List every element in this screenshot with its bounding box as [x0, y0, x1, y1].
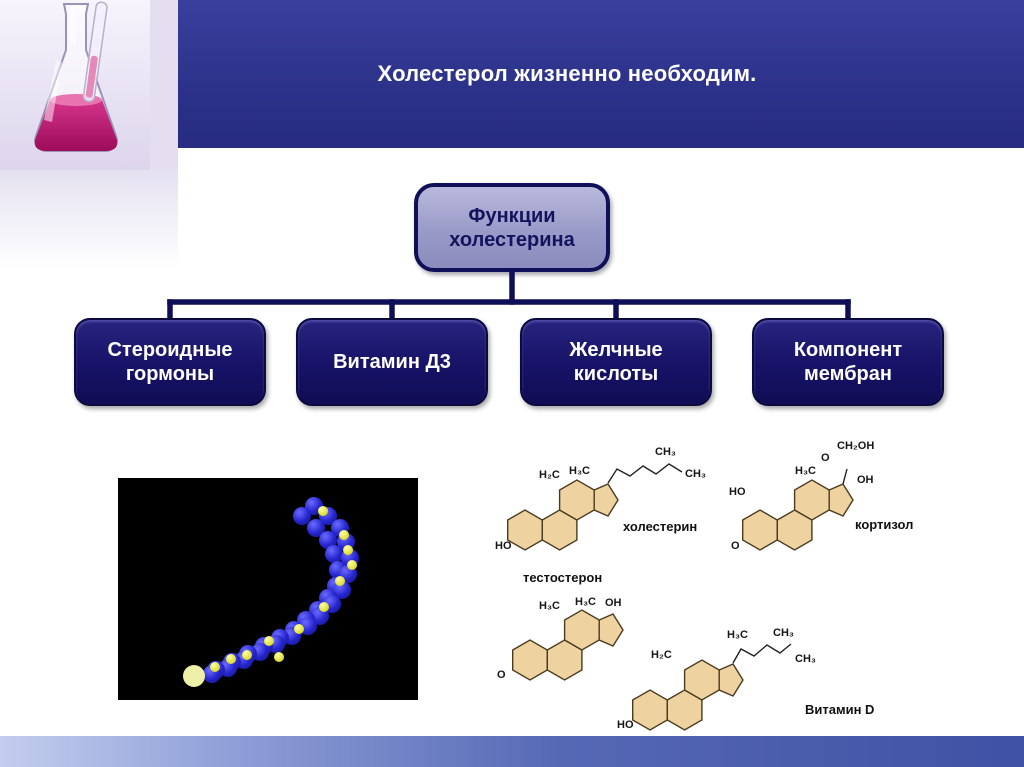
- test-tube: [82, 1, 108, 103]
- root-box-line1: Функции: [468, 204, 556, 227]
- box-steroid-hormones: Стероидные гормоны: [74, 318, 266, 406]
- chem-label-h3c: H₃C: [795, 465, 816, 477]
- chem-label-h3c: H₃C: [539, 600, 560, 612]
- connector-lines: [167, 269, 851, 320]
- box-membrane-component: Компонент мембран: [752, 318, 944, 406]
- structure-cholesterol: HO H₂C H₃C CH₃ CH₃ холестерин: [495, 446, 706, 552]
- box-steroid-hormones-label: Стероидные гормоны: [107, 339, 233, 385]
- chem-label-ch3: CH₃: [685, 468, 706, 480]
- photo-reflection: [0, 170, 178, 285]
- structure-cortisol: HO O H₃C O CH₂OH OH кортизол: [729, 440, 913, 552]
- chem-label-ch3: CH₃: [773, 627, 794, 639]
- chem-label-h3c: H₃C: [569, 465, 590, 477]
- chem-label-h2c: H₂C: [651, 649, 672, 661]
- box-membrane-component-label: Компонент мембран: [793, 339, 903, 385]
- chem-label-ch3: CH₃: [655, 446, 676, 458]
- molecule-spheres: [118, 478, 418, 700]
- terminal-sphere: [183, 665, 205, 687]
- chem-label-ho: HO: [729, 486, 746, 498]
- box-bile-acids: Желчные кислоты: [520, 318, 712, 406]
- molecule-name-cortisol: кортизол: [855, 517, 913, 532]
- molecule-name-cholesterol: холестерин: [623, 519, 697, 534]
- bottom-bar: [0, 736, 1024, 767]
- chem-label-ho: HO: [495, 540, 512, 552]
- chem-label-ch2oh: CH₂OH: [837, 440, 874, 452]
- chemical-structures: HO H₂C H₃C CH₃ CH₃ холестерин HO O H₃C O…: [495, 425, 980, 735]
- flask-photo: [0, 0, 178, 170]
- steroid-structures-svg: HO H₂C H₃C CH₃ CH₃ холестерин HO O H₃C O…: [495, 440, 913, 731]
- flask-illustration: [0, 0, 178, 170]
- chem-label-h3c: H₃C: [575, 596, 596, 608]
- chem-label-h2c: H₂C: [539, 469, 560, 481]
- chem-label-oh: OH: [857, 474, 874, 486]
- chem-label-oh: OH: [605, 597, 622, 609]
- chem-label-ho: HO: [617, 719, 634, 731]
- chem-label-o: O: [731, 540, 740, 552]
- structure-testosterone: тестостерон H₃C H₃C OH O: [497, 570, 624, 681]
- box-vitamin-d3: Витамин Д3: [296, 318, 488, 406]
- molecule-model-image: [118, 478, 418, 700]
- chem-label-o: O: [821, 452, 830, 464]
- chem-label-o: O: [497, 669, 506, 681]
- chem-label-ch3: CH₃: [795, 653, 816, 665]
- slide-title: Холестерол жизненно необходим.: [377, 61, 757, 86]
- root-box-line2: холестерина: [449, 228, 575, 251]
- box-bile-acids-label: Желчные кислоты: [569, 339, 663, 385]
- structure-vitamin-d: H₂C HO H₃C CH₃ CH₃ Витамин D: [617, 627, 874, 731]
- chem-label-h3c: H₃C: [727, 629, 748, 641]
- molecule-name-vitamin-d: Витамин D: [805, 702, 874, 717]
- root-box-cholesterol-functions: Функции холестерина: [414, 183, 610, 272]
- box-vitamin-d3-label: Витамин Д3: [333, 351, 451, 373]
- molecule-name-testosterone: тестостерон: [523, 570, 602, 585]
